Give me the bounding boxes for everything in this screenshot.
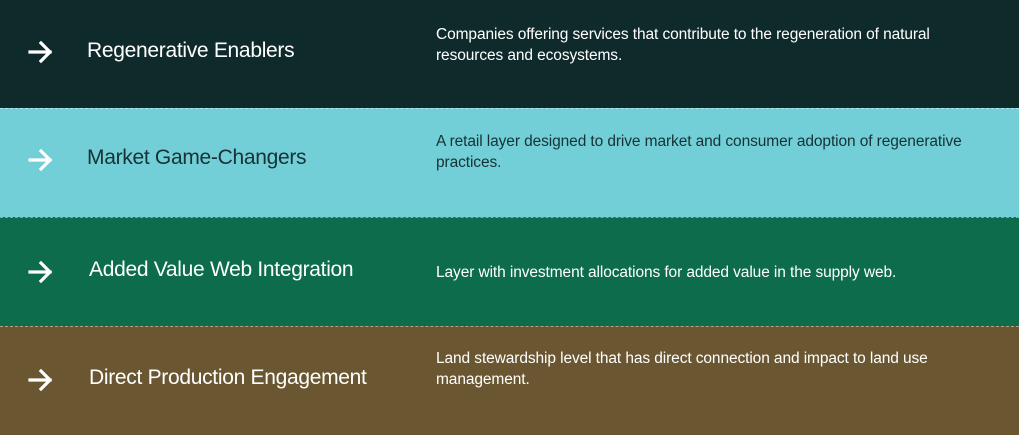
layer-description: Companies offering services that contrib… [436,26,930,64]
layer-description: Land stewardship level that has direct c… [436,350,928,388]
layer-market-game-changers: Market Game-Changers A retail layer desi… [0,108,1019,217]
arrow-right-icon [27,38,55,66]
arrow-right-icon [27,258,55,286]
layer-regenerative-enablers: Regenerative Enablers Companies offering… [0,0,1019,108]
layer-description: A retail layer designed to drive market … [436,133,962,171]
arrow-right-icon [27,366,55,394]
layer-description: Layer with investment allocations for ad… [436,264,897,281]
layer-title: Added Value Web Integration [89,258,354,281]
layer-title: Market Game-Changers [87,146,307,169]
layer-direct-production-engagement: Direct Production Engagement Land stewar… [0,326,1019,435]
layer-title: Regenerative Enablers [87,39,295,62]
layer-added-value-web-integration: Added Value Web Integration Layer with i… [0,217,1019,326]
layer-title: Direct Production Engagement [89,366,367,389]
arrow-right-icon [27,146,55,174]
